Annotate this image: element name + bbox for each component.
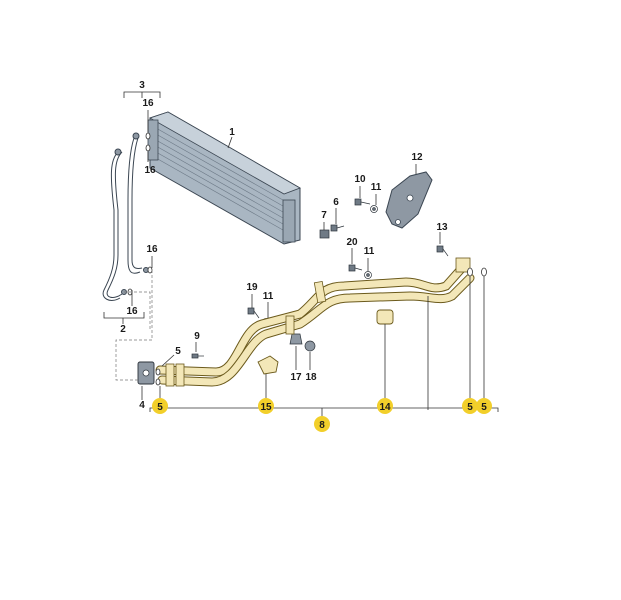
label-5-left-upper: 5 bbox=[175, 346, 181, 357]
label-13: 13 bbox=[436, 222, 448, 233]
pipe-clip bbox=[257, 355, 279, 375]
label-16-mid: 16 bbox=[146, 244, 158, 255]
seal-rings-16 bbox=[127, 132, 153, 296]
callout-5-right-a: 5 bbox=[462, 398, 478, 414]
label-4: 4 bbox=[139, 400, 145, 411]
label-16-lower: 16 bbox=[126, 306, 138, 317]
callout-14: 14 bbox=[377, 398, 393, 414]
label-1: 1 bbox=[229, 127, 235, 138]
coolant-pipe-assembly bbox=[102, 132, 149, 301]
label-11-top: 11 bbox=[371, 182, 382, 193]
oil-cooler-radiator bbox=[147, 111, 301, 245]
label-12: 12 bbox=[411, 152, 423, 163]
part-number-labels: 1 3 16 16 16 16 2 4 5 9 7 6 10 11 12 13 … bbox=[120, 80, 448, 411]
label-6: 6 bbox=[333, 197, 339, 208]
oil-line-adapter bbox=[137, 361, 155, 385]
label-16-top: 16 bbox=[142, 98, 154, 109]
bolts-and-nuts bbox=[191, 198, 449, 359]
callout-8: 8 bbox=[314, 416, 330, 432]
label-10: 10 bbox=[354, 174, 366, 185]
label-11-mid: 11 bbox=[364, 246, 375, 257]
svg-text:5: 5 bbox=[481, 402, 487, 413]
rubber-grommet bbox=[376, 309, 394, 325]
label-7: 7 bbox=[321, 210, 327, 221]
svg-text:5: 5 bbox=[467, 402, 473, 413]
label-18: 18 bbox=[305, 372, 317, 383]
label-16-upper: 16 bbox=[144, 165, 156, 176]
callout-5-right-b: 5 bbox=[476, 398, 492, 414]
oil-line-assembly bbox=[155, 257, 475, 387]
svg-text:8: 8 bbox=[319, 420, 325, 431]
label-11-low: 11 bbox=[263, 291, 274, 302]
dashed-guide-lines bbox=[115, 270, 153, 381]
label-19: 19 bbox=[246, 282, 258, 293]
mounting-bracket bbox=[385, 171, 433, 229]
svg-text:14: 14 bbox=[379, 402, 391, 413]
callout-5-left: 5 bbox=[152, 398, 168, 414]
label-17: 17 bbox=[290, 372, 302, 383]
callout-15: 15 bbox=[258, 398, 274, 414]
label-3: 3 bbox=[139, 80, 145, 91]
label-9: 9 bbox=[194, 331, 200, 342]
svg-text:15: 15 bbox=[260, 402, 272, 413]
svg-text:5: 5 bbox=[157, 402, 163, 413]
label-20: 20 bbox=[346, 237, 358, 248]
leader-lines bbox=[103, 91, 499, 416]
label-2: 2 bbox=[120, 324, 126, 335]
